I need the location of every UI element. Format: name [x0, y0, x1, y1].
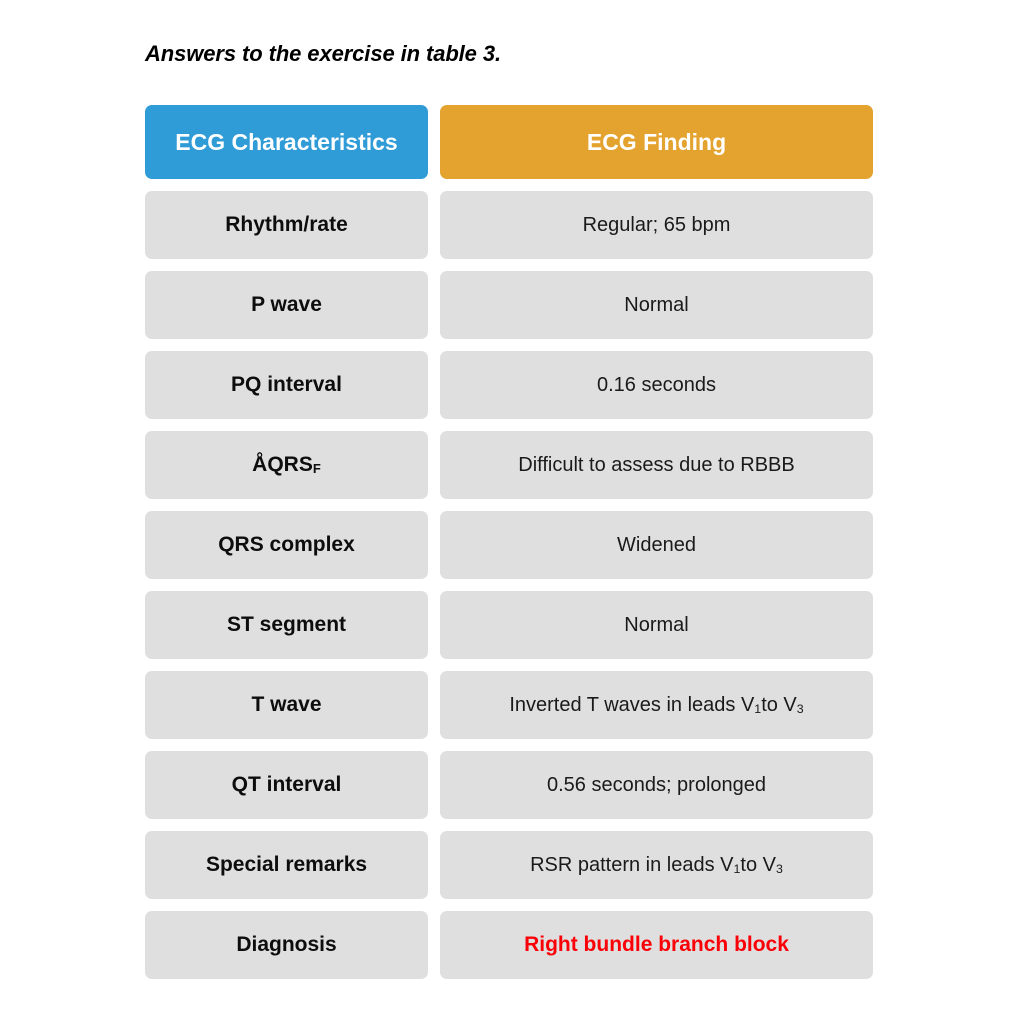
- table-header-row: ECG Characteristics ECG Finding: [145, 105, 873, 179]
- row-value: 0.16 seconds: [440, 351, 873, 419]
- row-label: Diagnosis: [145, 911, 428, 979]
- row-label-text: ÅQRS: [252, 453, 313, 476]
- row-value-text-b: to V: [740, 853, 776, 876]
- row-value: 0.56 seconds; prolonged: [440, 751, 873, 819]
- row-value-text-a: Inverted T waves in leads V: [509, 693, 755, 716]
- row-label: Rhythm/rate: [145, 191, 428, 259]
- row-value-text-b: to V: [761, 693, 797, 716]
- row-value: Regular; 65 bpm: [440, 191, 873, 259]
- ecg-answers-table: ECG Characteristics ECG Finding Rhythm/r…: [145, 105, 873, 991]
- row-value: Widened: [440, 511, 873, 579]
- row-label: ST segment: [145, 591, 428, 659]
- row-value-diagnosis: Right bundle branch block: [440, 911, 873, 979]
- column-header-ecg-characteristics: ECG Characteristics: [145, 105, 428, 179]
- row-value: Normal: [440, 591, 873, 659]
- row-label: QRS complex: [145, 511, 428, 579]
- row-label: PQ interval: [145, 351, 428, 419]
- row-label: T wave: [145, 671, 428, 739]
- row-value: Difficult to assess due to RBBB: [440, 431, 873, 499]
- row-label: QT interval: [145, 751, 428, 819]
- row-value: Normal: [440, 271, 873, 339]
- column-header-ecg-finding: ECG Finding: [440, 105, 873, 179]
- page-title: Answers to the exercise in table 3.: [145, 41, 501, 66]
- row-value-text-a: RSR pattern in leads V: [530, 853, 734, 876]
- row-label: Special remarks: [145, 831, 428, 899]
- row-label: P wave: [145, 271, 428, 339]
